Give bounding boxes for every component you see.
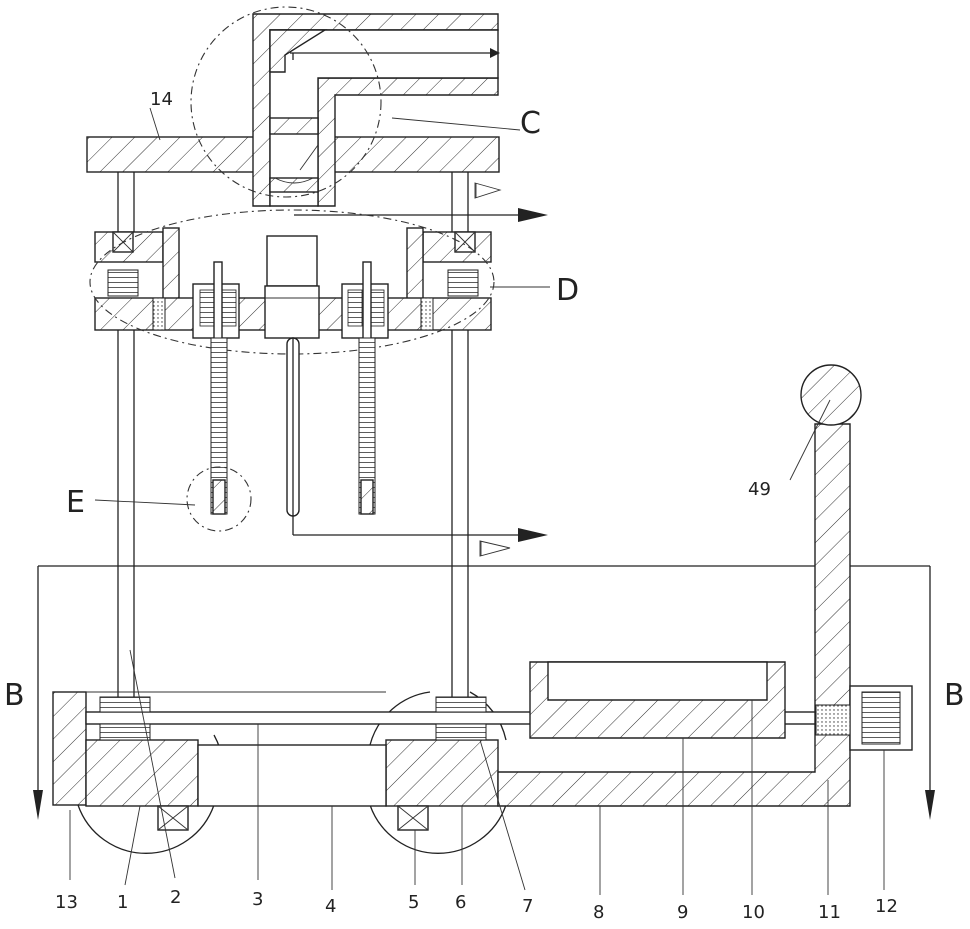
label-11: 11 (818, 902, 841, 923)
label-8: 8 (593, 902, 604, 923)
air-nozzle-assembly (191, 7, 500, 206)
label-7: 7 (522, 896, 533, 917)
label-12: 12 (875, 896, 898, 917)
label-10: 10 (742, 902, 765, 923)
label-49: 49 (748, 479, 771, 500)
label-2: 2 (170, 887, 181, 908)
label-6: 6 (455, 892, 466, 913)
label-3: 3 (252, 889, 263, 910)
label-b-right: B (944, 678, 965, 713)
carrier-plate-assembly (90, 210, 494, 354)
probe-assembly (187, 338, 375, 531)
label-1: 1 (117, 892, 128, 913)
label-13: 13 (55, 892, 78, 913)
label-14: 14 (150, 89, 173, 110)
label-c: C (520, 106, 541, 141)
section-arrow-bottom (293, 338, 548, 556)
label-d: D (556, 273, 579, 308)
label-9: 9 (677, 902, 688, 923)
label-4: 4 (325, 896, 336, 917)
base-frame (53, 365, 912, 853)
label-e: E (66, 485, 85, 520)
label-5: 5 (408, 892, 419, 913)
label-b-left: B (4, 678, 25, 713)
